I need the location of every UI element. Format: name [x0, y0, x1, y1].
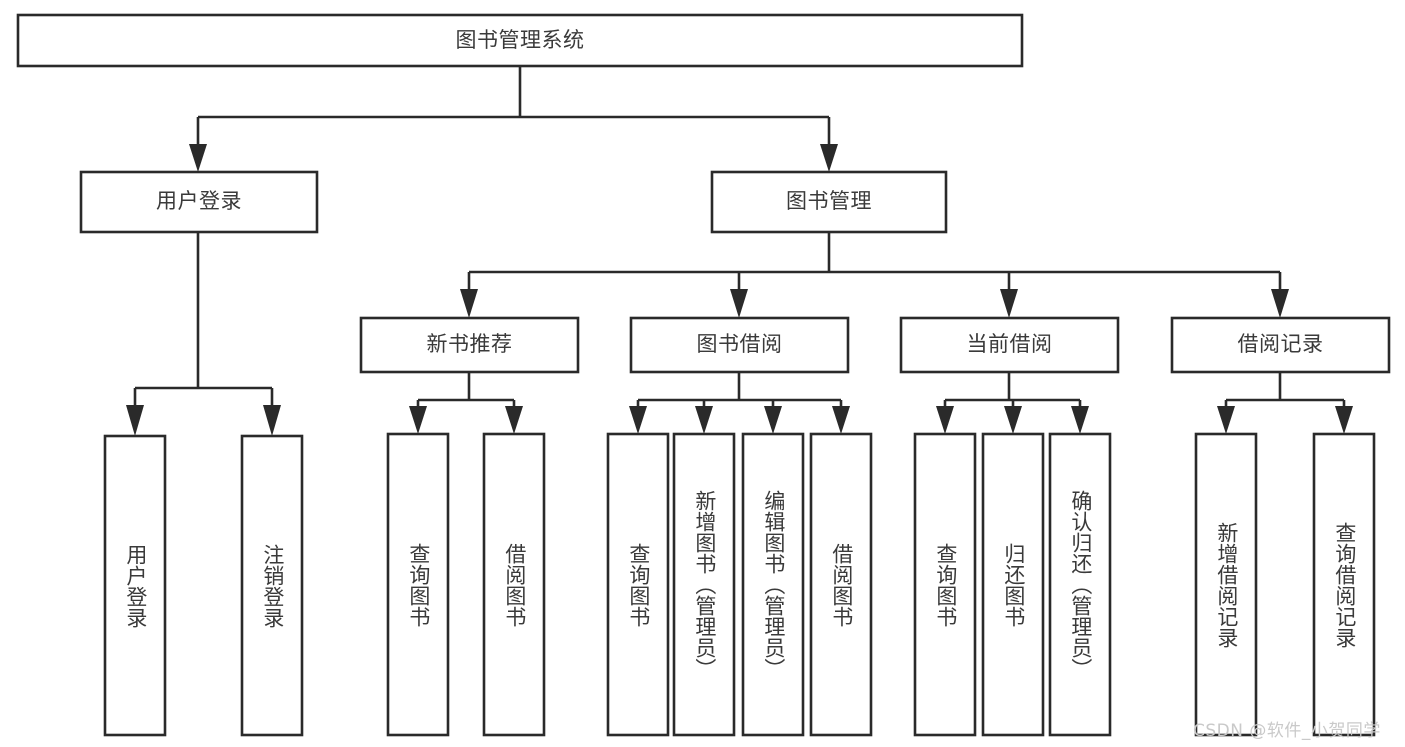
- leaf-bb-query-book[interactable]: [606, 432, 670, 737]
- arrow-cb-leaf-3: [1071, 406, 1089, 434]
- leaf-cb-query-book[interactable]: [913, 432, 977, 737]
- arrow-leaf-logout: [263, 405, 281, 436]
- arrow-br-leaf-2: [1335, 406, 1353, 434]
- node-new-book-recommend[interactable]: [359, 316, 580, 374]
- arrow-bb-leaf-2: [695, 406, 713, 434]
- arrow-cb-leaf-2: [1004, 406, 1022, 434]
- node-borrow-records[interactable]: [1170, 316, 1391, 374]
- leaf-nb-borrow-book[interactable]: [482, 432, 546, 737]
- arrow-borrow-records: [1271, 289, 1289, 318]
- leaf-user-login[interactable]: [103, 434, 167, 737]
- leaf-bb-add-book[interactable]: [672, 432, 736, 737]
- arrow-current-borrow: [1000, 289, 1018, 318]
- arrow-new-book: [460, 289, 478, 318]
- leaf-bb-edit-book[interactable]: [741, 432, 805, 737]
- arrow-book-manage: [820, 144, 838, 172]
- leaf-bb-borrow-book[interactable]: [809, 432, 873, 737]
- arrow-bb-leaf-4: [832, 406, 850, 434]
- leaf-logout-login[interactable]: [240, 434, 304, 737]
- node-book-borrow[interactable]: [629, 316, 850, 374]
- node-current-borrow[interactable]: [899, 316, 1120, 374]
- node-user-login[interactable]: [79, 170, 319, 234]
- arrow-nb-leaf-1: [409, 406, 427, 434]
- arrow-cb-leaf-1: [936, 406, 954, 434]
- arrow-leaf-user-login: [126, 405, 144, 436]
- leaf-br-query-record[interactable]: [1312, 432, 1376, 737]
- arrow-bb-leaf-1: [629, 406, 647, 434]
- arrow-bb-leaf-3: [764, 406, 782, 434]
- node-root[interactable]: [16, 13, 1024, 68]
- arrow-book-borrow: [730, 289, 748, 318]
- leaf-cb-return-book[interactable]: [981, 432, 1045, 737]
- arrow-br-leaf-1: [1217, 406, 1235, 434]
- leaf-br-add-record[interactable]: [1194, 432, 1258, 737]
- leaf-nb-query-book[interactable]: [386, 432, 450, 737]
- node-book-manage[interactable]: [710, 170, 948, 234]
- arrow-user-login: [189, 144, 207, 172]
- arrow-nb-leaf-2: [505, 406, 523, 434]
- leaf-cb-confirm-return[interactable]: [1048, 432, 1112, 737]
